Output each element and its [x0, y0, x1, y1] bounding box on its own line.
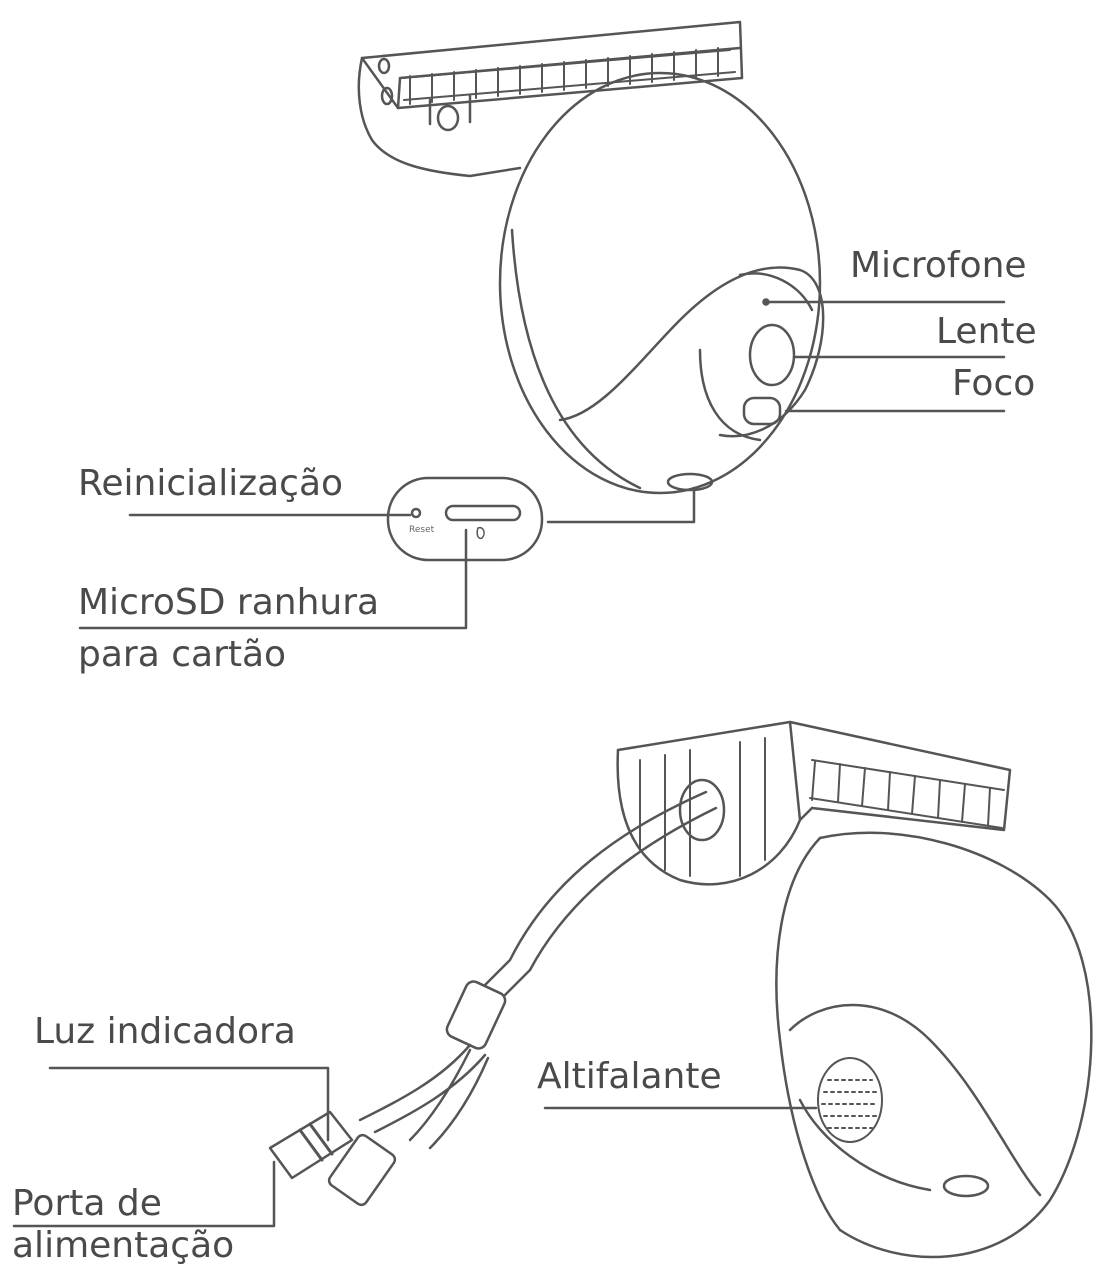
- leader-microsd: [78, 528, 468, 630]
- label-microsd: MicroSD ranhura para cartão: [78, 577, 379, 681]
- label-microfone: Microfone: [850, 245, 1027, 286]
- bottom-leader-lines: [12, 1066, 818, 1228]
- top-camera-dome: [498, 71, 825, 495]
- label-porta-alimentacao: Porta de alimentação: [12, 1183, 234, 1267]
- reset-small-label: Reset: [409, 525, 435, 535]
- top-camera-illustration: [357, 20, 825, 495]
- bottom-cable: [268, 790, 718, 1207]
- label-reinicializacao: Reinicialização: [78, 463, 344, 504]
- reset-sd-inset: [386, 476, 696, 562]
- label-lente: Lente: [936, 311, 1037, 352]
- bottom-wall-bracket: [616, 720, 1012, 886]
- label-foco: Foco: [952, 363, 1036, 404]
- label-porta-line2: alimentação: [12, 1225, 235, 1266]
- top-leader-lines: [78, 300, 1006, 630]
- bottom-camera-dome: [775, 831, 1093, 1259]
- bottom-camera-illustration: [268, 720, 1093, 1259]
- label-porta-line1: Porta de: [12, 1183, 162, 1224]
- leader-porta: [12, 1160, 276, 1228]
- leader-luz-indicadora: [48, 1066, 330, 1142]
- label-microsd-line1: MicroSD ranhura: [78, 582, 380, 623]
- speaker-grille: [817, 1057, 883, 1143]
- label-altifalante: Altifalante: [537, 1056, 722, 1097]
- label-microsd-line2: para cartão: [78, 634, 287, 675]
- label-luz-indicadora: Luz indicadora: [34, 1011, 296, 1052]
- top-wall-bracket: [357, 20, 744, 178]
